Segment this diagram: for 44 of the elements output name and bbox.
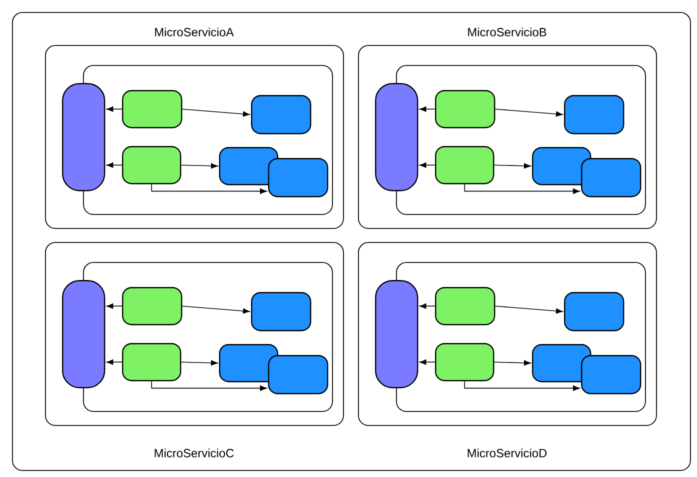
process-box	[435, 343, 494, 382]
arrow	[494, 306, 563, 314]
data-box	[268, 158, 328, 198]
arrow	[106, 162, 122, 168]
arrow	[106, 106, 122, 112]
data-box	[564, 292, 624, 332]
gateway-bar	[375, 83, 418, 192]
process-box	[122, 343, 182, 382]
gateway-bar	[62, 83, 106, 192]
arrow	[182, 306, 250, 314]
arrow	[419, 106, 436, 112]
process-box	[122, 146, 182, 184]
arrow	[419, 359, 436, 365]
arrow	[464, 380, 580, 391]
arrow	[494, 360, 531, 366]
data-box	[251, 95, 312, 134]
data-box	[268, 355, 328, 394]
arrow	[419, 162, 436, 168]
arrow	[419, 303, 436, 309]
arrow	[180, 163, 218, 169]
gateway-bar	[375, 280, 418, 388]
node-label: MicroServicioB	[468, 28, 546, 36]
data-box	[581, 158, 642, 198]
data-box	[564, 95, 624, 134]
arrow	[151, 184, 267, 194]
arrow	[494, 108, 563, 117]
arrow	[464, 184, 580, 194]
process-box	[435, 90, 496, 128]
data-box	[581, 355, 642, 394]
process-box	[122, 90, 182, 128]
arrow	[106, 359, 122, 365]
process-box	[122, 287, 182, 326]
process-box	[435, 146, 494, 184]
arrow	[494, 163, 531, 169]
arrow	[151, 380, 267, 391]
node-label: MicroServicioA	[155, 28, 234, 36]
arrow	[106, 303, 122, 309]
node-label: MicroServicioC	[154, 448, 234, 458]
gateway-bar	[62, 280, 106, 388]
node-label: MicroServicioD	[468, 448, 547, 458]
process-box	[435, 287, 496, 326]
arrow	[182, 108, 250, 117]
data-box	[251, 292, 312, 332]
arrow	[180, 360, 218, 366]
